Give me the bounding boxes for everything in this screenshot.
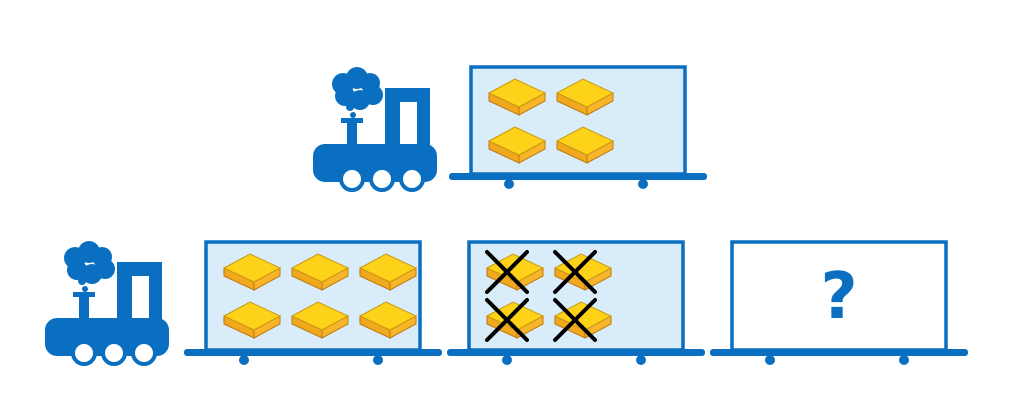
- wagon-wheel: [899, 355, 909, 365]
- bottom-train-cars: ?: [184, 240, 968, 365]
- wagon: [184, 240, 442, 365]
- bottom-train: ?: [45, 240, 968, 366]
- unknown-label: ?: [820, 260, 857, 334]
- wagon: [449, 65, 707, 189]
- wagon-box: [730, 240, 948, 352]
- wagon-wheel: [765, 355, 775, 365]
- wagon-wheel: [504, 179, 514, 189]
- wagon-wheel: [502, 355, 512, 365]
- locomotive-icon: [45, 241, 169, 366]
- top-train: [313, 65, 707, 192]
- wagon-wheel: [373, 355, 383, 365]
- top-train-cars: [449, 65, 707, 189]
- wagon-wheel: [636, 355, 646, 365]
- wagon: ?: [710, 240, 968, 365]
- wagon-wheel: [239, 355, 249, 365]
- wagon: [447, 240, 705, 365]
- locomotive-icon: [313, 67, 437, 192]
- wagon-wheel: [638, 179, 648, 189]
